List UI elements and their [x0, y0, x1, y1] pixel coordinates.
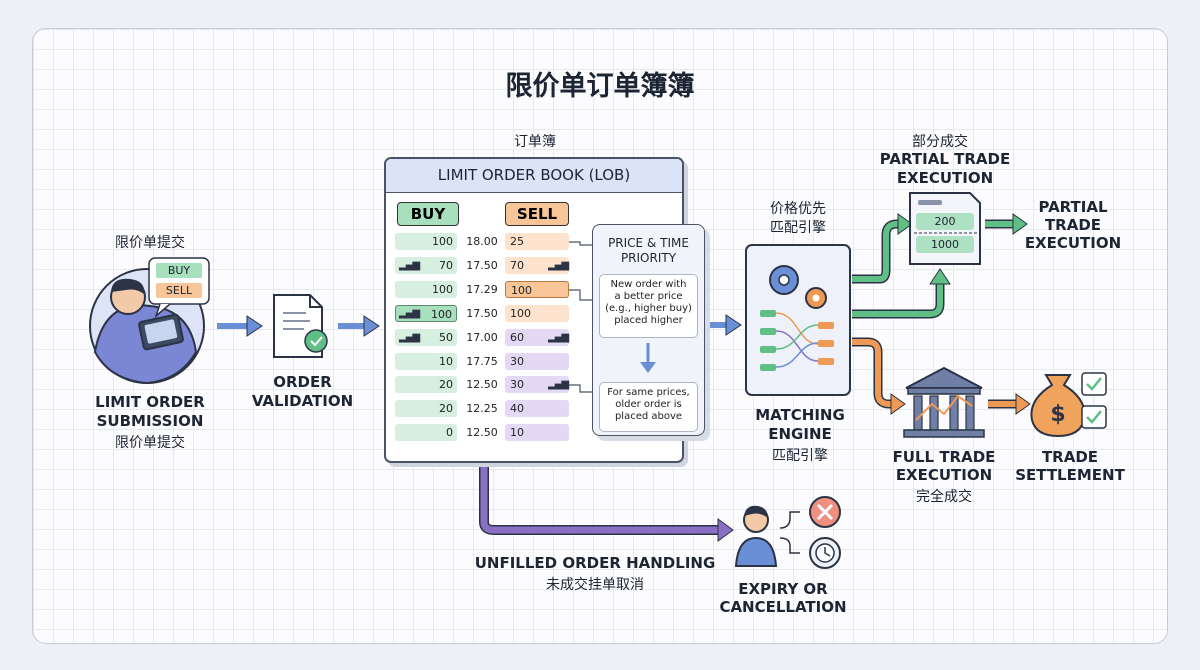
- partial-value-2: 1000: [931, 238, 959, 251]
- submission-label-zh: 限价单提交: [115, 435, 185, 451]
- matching-label-1: MATCHING: [755, 406, 845, 424]
- volume-bars-icon: ▂▄▆: [548, 379, 569, 390]
- bubble-buy-label: BUY: [167, 264, 191, 277]
- sell-quantity-cell: 100: [505, 305, 569, 322]
- price-cell: 17.75: [466, 355, 498, 368]
- sell-quantity-cell: 30: [505, 376, 569, 393]
- validation-label-2: VALIDATION: [251, 392, 354, 410]
- buy-quantity-cell: 100: [395, 281, 457, 298]
- sell-quantity-cell: 70: [505, 257, 569, 274]
- buy-quantity-cell: 100: [395, 305, 457, 322]
- sell-quantity-cell: 30: [505, 353, 569, 370]
- full-label-1: FULL TRADE: [892, 448, 996, 466]
- volume-bars-icon: ▂▄▆: [399, 332, 420, 343]
- priority-note-2: For same prices, older order is placed a…: [599, 382, 698, 432]
- arrow-full-to-settlement: [988, 393, 1031, 415]
- full-label-zh: 完全成交: [916, 489, 972, 505]
- buy-header: BUY: [397, 202, 459, 226]
- partial-trade-document-icon: [909, 192, 981, 265]
- arrow-partial-right: [985, 213, 1028, 235]
- price-cell: 17.00: [466, 331, 498, 344]
- priority-title-2: PRIORITY: [620, 251, 677, 265]
- cancel-icon: [809, 496, 841, 528]
- bubble-sell-label: SELL: [165, 284, 193, 297]
- partial-top-en-1: PARTIAL TRADE: [879, 150, 1011, 168]
- unfilled-label-zh: 未成交挂单取消: [546, 577, 644, 593]
- sell-quantity-cell: 10: [505, 424, 569, 441]
- settlement-label-1: TRADE: [1041, 448, 1099, 466]
- volume-bars-icon: ▂▄▆: [548, 332, 569, 343]
- buy-quantity-cell: 100: [395, 233, 457, 250]
- expiry-person-icon: [734, 505, 800, 567]
- volume-bars-icon: ▂▄▆: [399, 308, 420, 319]
- sell-quantity-cell: 100: [505, 281, 569, 298]
- bank-icon: [903, 366, 985, 438]
- matching-label-zh: 匹配引擎: [772, 448, 828, 464]
- sell-quantity-cell: 25: [505, 233, 569, 250]
- document-icon: [273, 294, 328, 358]
- arrow-book-to-engine: [706, 314, 742, 336]
- expiry-label-2: CANCELLATION: [719, 598, 847, 616]
- buy-quantity-cell: 70: [395, 257, 457, 274]
- sell-quantity-cell: 40: [505, 400, 569, 417]
- partial-value-1: 200: [934, 215, 956, 228]
- priority-note-1: New order with a better price (e.g., hig…: [599, 274, 698, 338]
- price-cell: 12.50: [466, 426, 498, 439]
- full-label-2: EXECUTION: [895, 466, 993, 484]
- money-bag-icon: $: [1030, 372, 1107, 438]
- partial-top-en-2: EXECUTION: [896, 169, 994, 187]
- submission-label-1: LIMIT ORDER: [95, 393, 205, 411]
- price-cell: 17.50: [466, 259, 498, 272]
- price-cell: 12.25: [466, 402, 498, 415]
- unfilled-label: UNFILLED ORDER HANDLING: [474, 554, 716, 572]
- buy-quantity-cell: 0: [395, 424, 457, 441]
- price-cell: 12.50: [466, 378, 498, 391]
- note1-line: placed higher: [614, 315, 683, 326]
- partial-right-3: EXECUTION: [1024, 234, 1122, 252]
- clock-icon: [809, 537, 841, 569]
- note2-line: older order is: [615, 399, 682, 410]
- buy-quantity-cell: 20: [395, 400, 457, 417]
- matching-engine-icon: [745, 244, 851, 396]
- sell-header: SELL: [505, 202, 569, 226]
- note1-line: a better price: [614, 291, 683, 302]
- arrow-validate-to-book: [338, 315, 380, 337]
- partial-right-2: TRADE: [1044, 216, 1102, 234]
- arrow-submit-to-validate: [217, 315, 263, 337]
- partial-top-zh: 部分成交: [912, 134, 968, 150]
- price-cell: 17.29: [466, 283, 498, 296]
- down-arrow-icon: [640, 343, 656, 373]
- expiry-label-1: EXPIRY OR: [738, 580, 828, 598]
- buy-quantity-cell: 10: [395, 353, 457, 370]
- buy-quantity-cell: 50: [395, 329, 457, 346]
- matching-top-1: 价格优先: [770, 201, 826, 217]
- note1-line: (e.g., higher buy): [605, 303, 692, 314]
- partial-right-1: PARTIAL: [1038, 198, 1108, 216]
- buy-quantity-cell: 20: [395, 376, 457, 393]
- settlement-label-2: SETTLEMENT: [1015, 466, 1125, 484]
- submission-top-label: 限价单提交: [115, 235, 185, 251]
- submission-label-2: SUBMISSION: [96, 412, 204, 430]
- svg-text:$: $: [1050, 402, 1065, 427]
- matching-top-2: 匹配引擎: [770, 220, 826, 236]
- matching-label-2: ENGINE: [768, 425, 832, 443]
- priority-title-1: PRICE & TIME: [608, 236, 689, 250]
- sell-quantity-cell: 60: [505, 329, 569, 346]
- priority-panel: PRICE & TIME PRIORITY New order with a b…: [592, 224, 705, 436]
- order-book-top-label: 订单簿: [514, 134, 556, 150]
- validation-label-1: ORDER: [273, 373, 332, 391]
- volume-bars-icon: ▂▄▆: [548, 260, 569, 271]
- lob-header: LIMIT ORDER BOOK (LOB): [386, 159, 682, 193]
- note1-line: New order with: [610, 279, 687, 290]
- note2-line: For same prices,: [607, 387, 690, 398]
- price-cell: 18.00: [466, 235, 498, 248]
- note2-line: placed above: [614, 411, 683, 422]
- price-cell: 17.50: [466, 307, 498, 320]
- diagram-title: 限价单订单簿簿: [505, 71, 695, 102]
- volume-bars-icon: ▂▄▆: [399, 260, 420, 271]
